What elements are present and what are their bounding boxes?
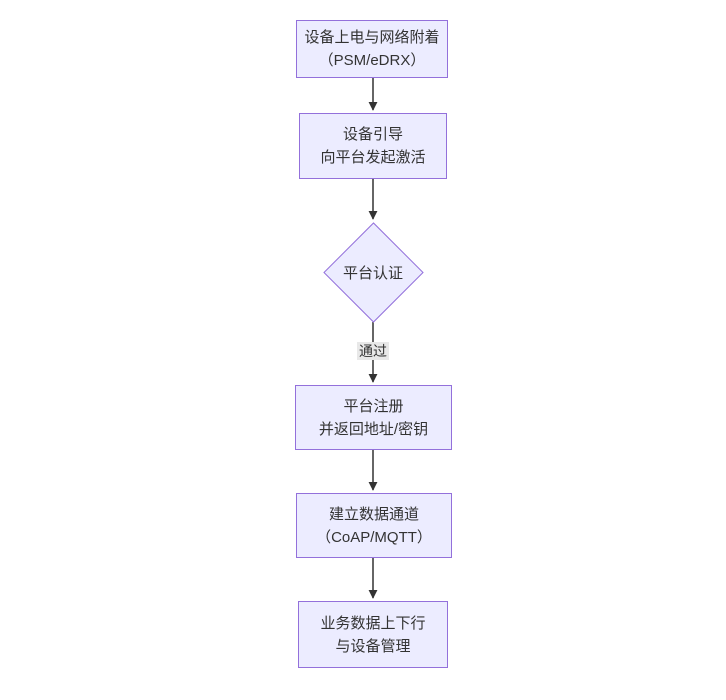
- node-line: 业务数据上下行: [320, 614, 426, 632]
- node-line: 建立数据通道: [328, 505, 419, 523]
- node-line: （CoAP/MQTT）: [316, 528, 432, 546]
- node-line: （PSM/eDRX）: [318, 52, 426, 69]
- node-line: 与设备管理: [335, 637, 411, 655]
- node-line: 设备上电与网络附着: [304, 29, 440, 46]
- node-power-attach: 设备上电与网络附着 （PSM/eDRX）: [296, 20, 448, 78]
- node-register: 平台注册 并返回地址/密钥: [295, 385, 452, 450]
- node-line: 并返回地址/密钥: [318, 420, 429, 438]
- node-line: 平台注册: [343, 397, 404, 415]
- edge-label-pass: 通过: [357, 342, 389, 360]
- node-line: 向平台发起激活: [320, 149, 426, 166]
- node-line: 平台认证: [342, 264, 403, 282]
- node-business: 业务数据上下行 与设备管理: [298, 601, 448, 668]
- node-data-channel: 建立数据通道 （CoAP/MQTT）: [296, 493, 452, 558]
- node-bootstrap: 设备引导 向平台发起激活: [299, 113, 447, 179]
- node-platform-auth: 平台认证: [322, 221, 424, 323]
- node-line: 设备引导: [342, 126, 403, 143]
